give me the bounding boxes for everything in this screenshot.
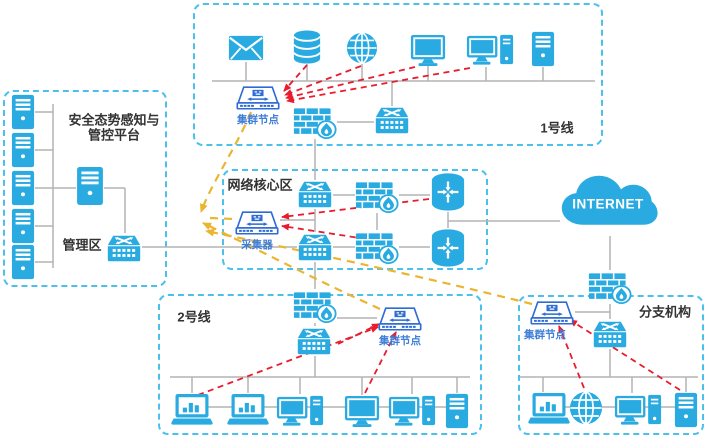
cluster-icon (236, 85, 280, 110)
laptop-icon (171, 393, 213, 425)
web-server-line1 (346, 32, 378, 64)
internet-cloud (558, 172, 658, 236)
router-icon (431, 173, 465, 211)
zone-line1 (193, 3, 603, 146)
core-switch-top (297, 180, 333, 209)
cluster-icon (235, 210, 279, 235)
firewall-icon (293, 292, 337, 323)
line2-server (445, 393, 469, 429)
switch-icon (298, 234, 332, 260)
branch-switch (592, 320, 628, 349)
cluster-icon (378, 306, 422, 331)
pc-line1 (409, 34, 447, 66)
mgmt-switch (106, 234, 142, 263)
mail-icon (228, 35, 264, 61)
mgmt-main-server (76, 166, 104, 206)
branch-web-server (569, 391, 603, 425)
switch-icon (107, 235, 141, 261)
server-icon (674, 392, 698, 428)
monitor-icon (344, 395, 380, 427)
server-line1 (531, 31, 555, 67)
switch-icon (593, 321, 627, 347)
label-internet: INTERNET (572, 196, 644, 212)
firewall-icon (588, 273, 632, 304)
label-core: 网络核心区 (227, 177, 293, 193)
mgmt-server-4 (11, 208, 35, 244)
line2-workstation-1 (276, 394, 324, 428)
mgmt-server-2 (11, 132, 35, 168)
globe-icon (346, 32, 378, 64)
label-mgmt: 管理区 (62, 237, 102, 253)
database-line1 (292, 30, 322, 64)
label-line1: 1号线 (540, 120, 574, 136)
branch-firewall (588, 270, 632, 304)
mail-server-line1 (228, 34, 264, 62)
laptop-icon (528, 392, 570, 424)
zone-mgmt (3, 90, 167, 287)
server-icon (531, 31, 555, 67)
switch-icon (375, 107, 409, 133)
globe-icon (569, 391, 603, 425)
cluster-node-line1 (235, 84, 281, 111)
label-platform-line2: 管控平台 (87, 127, 141, 143)
label-platform-line1: 安全态势感知与 (68, 112, 160, 128)
cluster-node-line1-label: 集群节点 (237, 113, 279, 126)
core-router-bottom (430, 228, 466, 268)
server-icon (11, 244, 35, 280)
line2-laptop-1 (170, 393, 214, 427)
branch-laptop (527, 392, 571, 426)
switch-icon (298, 181, 332, 207)
zone-core (222, 169, 488, 270)
cluster-node-line2 (377, 305, 423, 332)
cluster-node-branch-label: 集群节点 (524, 328, 566, 341)
branch-server (674, 392, 698, 428)
firewall-line1 (293, 105, 337, 139)
server-icon (11, 170, 35, 206)
line2-workstation-2 (388, 394, 436, 428)
label-line2: 2号线 (177, 309, 211, 325)
collector (234, 209, 280, 236)
label-branch: 分支机构 (638, 304, 692, 320)
cluster-node-line2-label: 集群节点 (379, 334, 421, 347)
cluster-icon (530, 300, 574, 325)
mgmt-server-1 (11, 94, 35, 130)
firewall-icon (355, 233, 399, 264)
router-icon (431, 229, 465, 267)
laptop-icon (227, 393, 269, 425)
server-icon (11, 132, 35, 168)
firewall-icon (293, 108, 337, 139)
montower-icon (614, 394, 662, 425)
mgmt-server-3 (11, 170, 35, 206)
montower-icon (388, 395, 436, 426)
line2-laptop-2 (226, 393, 270, 427)
core-firewall-bottom (355, 230, 399, 264)
montower-icon (276, 395, 324, 426)
line2-switch (296, 327, 332, 356)
monitor-icon (410, 34, 446, 66)
server-icon (77, 167, 103, 205)
line2-firewall (293, 289, 337, 323)
server-icon (11, 208, 35, 244)
workstation-line1 (466, 33, 514, 67)
core-firewall-top (355, 179, 399, 213)
server-icon (11, 94, 35, 130)
server-icon (445, 393, 469, 429)
database-icon (293, 30, 321, 64)
montower-icon (466, 34, 514, 65)
core-switch-bottom (297, 233, 333, 262)
cluster-node-branch (529, 299, 575, 326)
branch-workstation (614, 393, 662, 427)
switch-line1 (374, 106, 410, 135)
firewall-icon (355, 182, 399, 213)
core-router-top (430, 172, 466, 212)
collector-label: 采集器 (241, 238, 273, 251)
mgmt-server-5 (11, 244, 35, 280)
line2-pc (343, 395, 381, 427)
switch-icon (297, 328, 331, 354)
cloud-icon (561, 175, 658, 225)
